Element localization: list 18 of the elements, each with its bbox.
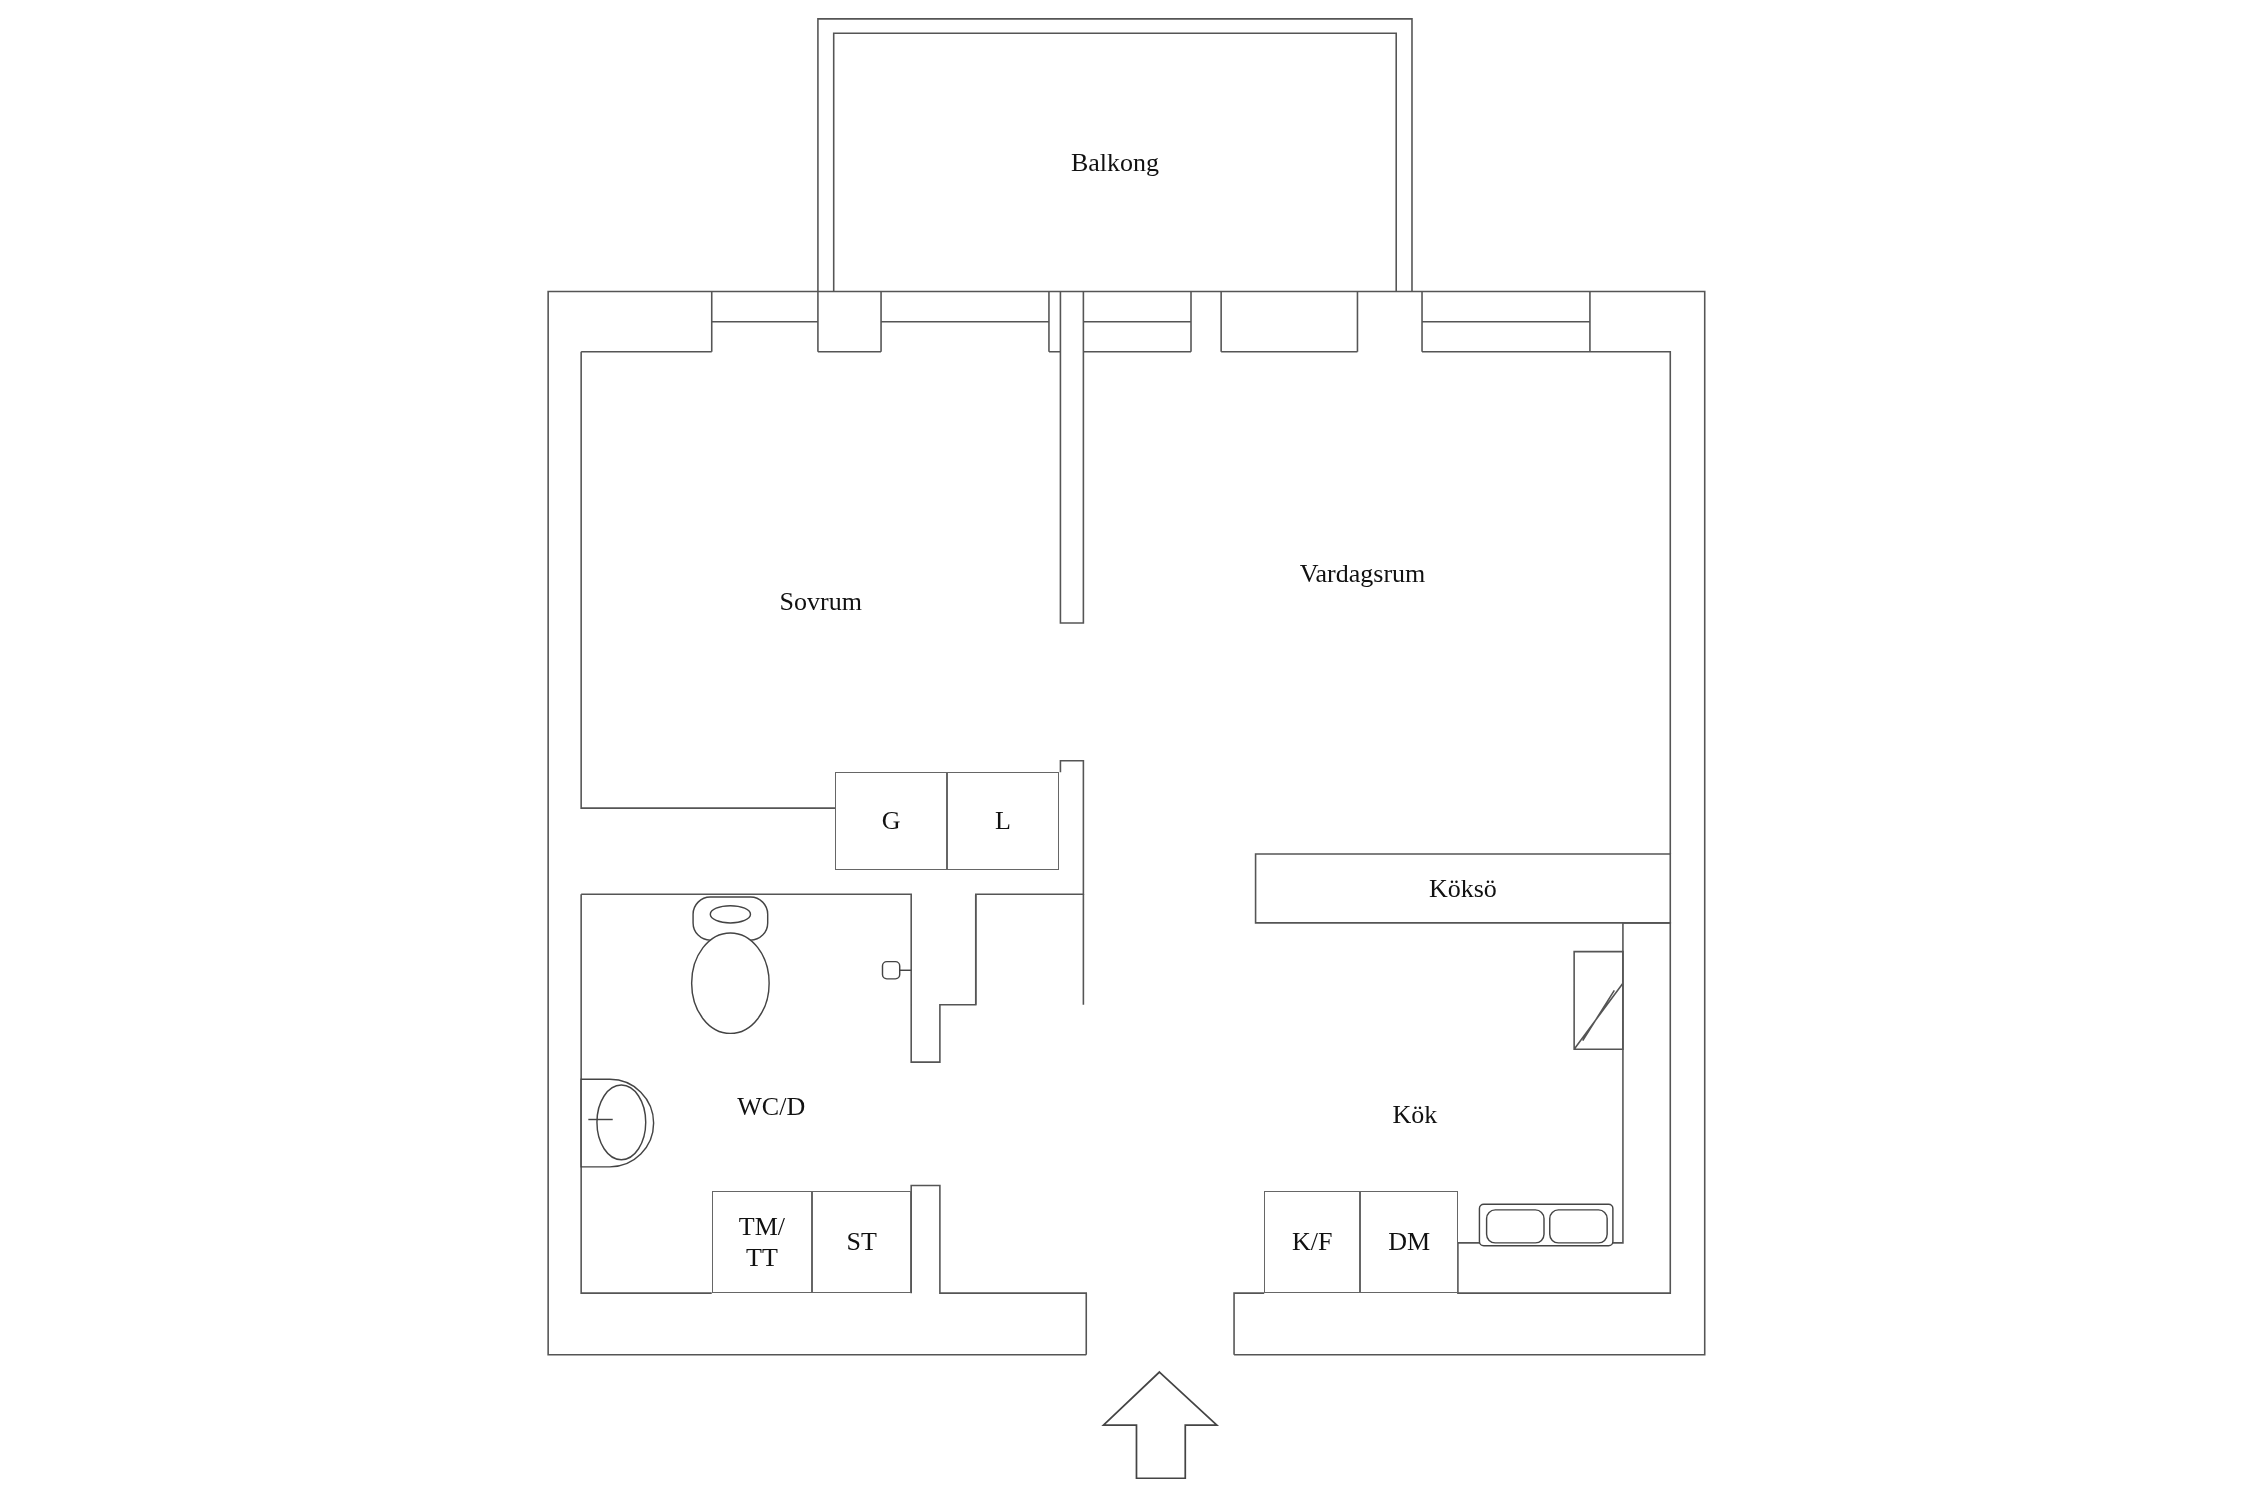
room-label: G [881,805,901,837]
fixture-box [812,1191,912,1293]
room-label: DM [1388,1226,1431,1258]
room-label: Köksö [1428,872,1497,904]
room-label: ST [846,1226,877,1258]
fixture-box [1264,1191,1361,1293]
room-label: Kök [1392,1098,1438,1130]
fixture-box [1360,1191,1458,1293]
fixture-box [947,772,1059,870]
room-label: Vardagsrum [1299,558,1426,590]
room-label: WC/D [737,1090,806,1122]
room-label: Balkong [1070,146,1159,178]
room-label: TM/ TT [737,1210,787,1274]
room-label: L [995,805,1011,837]
room-label: Sovrum [779,586,862,618]
fixture-box [711,1191,813,1293]
room-label: K/F [1292,1226,1333,1258]
fixture-box [835,772,948,870]
